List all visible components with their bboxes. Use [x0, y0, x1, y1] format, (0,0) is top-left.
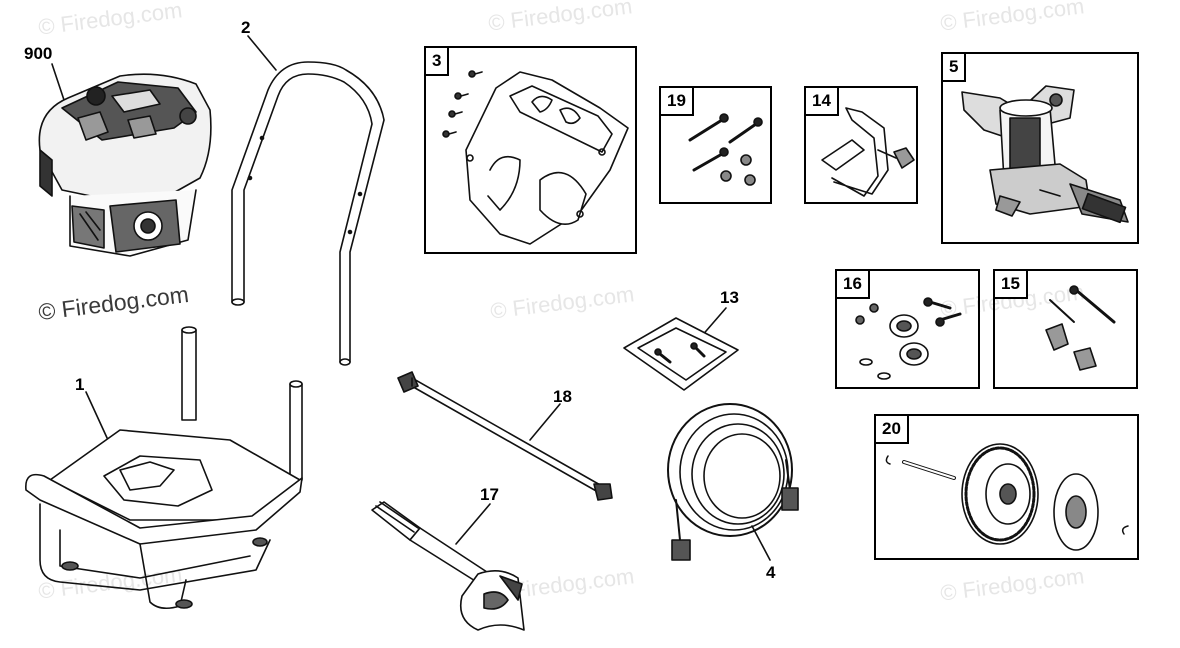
kit-box-mount: 16: [835, 269, 980, 389]
bag-illustration: [623, 307, 739, 391]
bolt-illustration: [1045, 285, 1116, 371]
kit-box-pump: 5: [941, 52, 1139, 244]
kit-label-bracket: 3: [424, 46, 450, 76]
lance-illustration: [397, 371, 613, 501]
leader-line: [85, 391, 109, 441]
pump-illustration: [961, 85, 1129, 224]
callout-lance: 18: [553, 387, 572, 406]
kit-label-mount: 16: [835, 269, 870, 299]
kit-box-wheel: 20: [874, 414, 1139, 560]
handle-illustration: [231, 35, 385, 366]
kit-box-screws: 19: [659, 86, 772, 204]
leader-line: [51, 63, 67, 107]
engine-illustration: [38, 63, 212, 257]
callout-hose: 4: [766, 563, 776, 582]
kit-label-clip: 14: [804, 86, 839, 116]
callout-bag: 13: [720, 288, 739, 307]
clip-illustration: [821, 107, 915, 197]
leader-line: [529, 403, 561, 441]
callout-engine: 900: [24, 44, 53, 63]
kit-label-screws: 19: [659, 86, 694, 116]
wheel-illustration: [885, 443, 1129, 551]
leader-line: [455, 503, 491, 545]
bracket-illustration: [442, 70, 629, 245]
kit-box-bolt: 15: [993, 269, 1138, 389]
kit-label-bolt: 15: [993, 269, 1028, 299]
kit-label-pump: 5: [941, 52, 967, 82]
callout-gun: 17: [480, 485, 499, 504]
kit-label-wheel: 20: [874, 414, 909, 444]
spray-gun-illustration: [371, 501, 525, 631]
base-frame-illustration: [25, 326, 303, 610]
mount-illustration: [855, 297, 962, 380]
callout-handle: 2: [241, 18, 251, 37]
leader-line: [247, 35, 277, 71]
screws-illustration: [688, 113, 763, 186]
kit-box-clip: 14: [804, 86, 918, 204]
kit-box-bracket: 3: [424, 46, 637, 254]
callout-base: 1: [75, 375, 85, 394]
hose-illustration: [667, 403, 799, 561]
